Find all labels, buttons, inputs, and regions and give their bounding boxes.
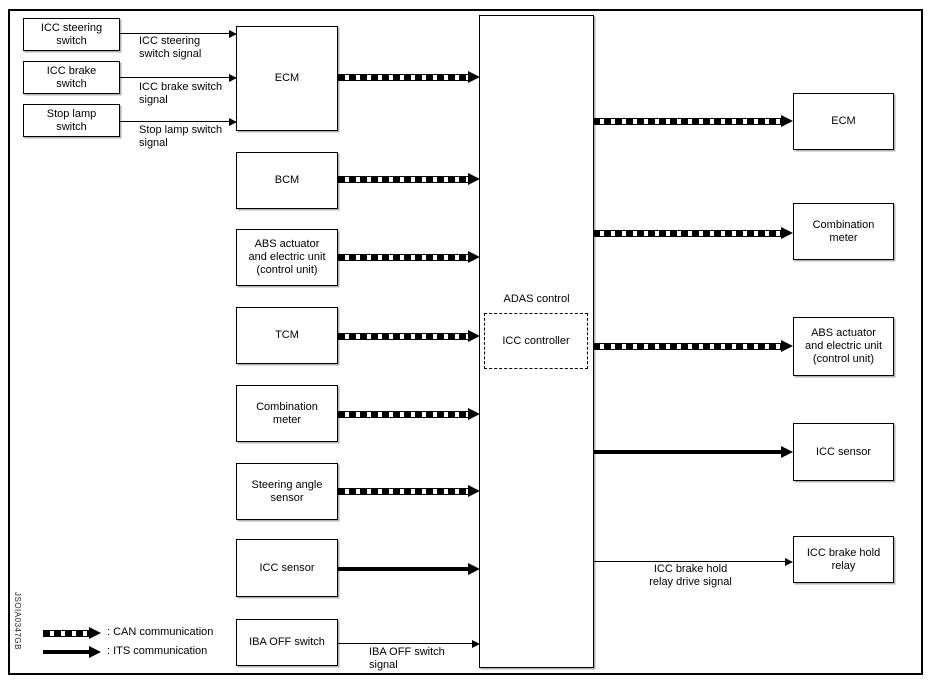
- box-stop-lamp-switch: Stop lamp switch: [23, 104, 120, 137]
- box-icc-sensor-left: ICC sensor: [236, 539, 338, 597]
- legend-can-label: : CAN communication: [107, 626, 214, 638]
- box-label: Combination meter: [812, 218, 875, 244]
- can-arrow-adas-to-ecm: [593, 115, 793, 127]
- legend-can-arrow-icon: [43, 627, 101, 639]
- arrowhead-icon: [468, 173, 480, 185]
- can-arrow-combination-meter-to-adas: [338, 408, 480, 420]
- can-arrow-ecm-to-adas: [338, 71, 480, 83]
- arrowhead-icon: [781, 446, 793, 458]
- figure-code: JSOIA0347GB: [13, 592, 22, 650]
- box-iba-off-switch: IBA OFF switch: [236, 619, 338, 666]
- box-label: IBA OFF switch: [249, 636, 325, 648]
- box-adas-control: [479, 15, 594, 668]
- diagram-frame: [8, 9, 923, 675]
- box-label: BCM: [274, 174, 300, 186]
- box-label: ICC steering switch: [40, 21, 103, 47]
- box-steering-angle-sensor: Steering angle sensor: [236, 463, 338, 520]
- box-bcm: BCM: [236, 152, 338, 209]
- box-label: ECM: [274, 72, 300, 84]
- signal-label-icc-steering: ICC steering switch signal: [139, 35, 202, 60]
- box-label: ICC brake switch: [46, 64, 97, 90]
- box-label: Stop lamp switch: [46, 107, 97, 133]
- box-abs-actuator-right: ABS actuator and electric unit (control …: [793, 317, 894, 376]
- box-icc-controller: ICC controller: [484, 313, 588, 369]
- signal-label-icc-brake: ICC brake switch signal: [139, 81, 223, 106]
- can-arrow-adas-to-abs: [593, 340, 793, 352]
- box-icc-sensor-right: ICC sensor: [793, 423, 894, 481]
- signal-label-iba-off: IBA OFF switch signal: [369, 646, 445, 671]
- legend-its-label: : ITS communication: [107, 645, 208, 657]
- arrowhead-icon: [229, 29, 237, 38]
- wire-arrow-icc-steering-to-ecm: [120, 29, 237, 38]
- box-label: ICC brake hold relay: [806, 546, 881, 572]
- box-label: ICC sensor: [259, 561, 315, 574]
- arrowhead-icon: [229, 73, 237, 82]
- arrowhead-icon: [468, 251, 480, 263]
- signal-label-brake-hold-relay: ICC brake hold relay drive signal: [649, 563, 732, 588]
- box-ecm-left: ECM: [236, 26, 338, 131]
- box-label: ICC controller: [502, 334, 570, 347]
- box-label: ECM: [831, 115, 856, 127]
- arrowhead-icon: [89, 627, 101, 639]
- arrowhead-icon: [468, 408, 480, 420]
- wire-arrow-iba-off-to-adas: [338, 639, 480, 648]
- its-arrow-icc-sensor-to-adas: [338, 563, 480, 575]
- box-label: Combination meter: [256, 400, 318, 426]
- can-arrow-abs-to-adas: [338, 251, 480, 263]
- wire-arrow-stop-lamp-to-ecm: [120, 117, 237, 126]
- box-combination-meter-right: Combination meter: [793, 203, 894, 260]
- arrowhead-icon: [89, 646, 101, 658]
- can-arrow-steering-angle-to-adas: [338, 485, 480, 497]
- arrowhead-icon: [468, 71, 480, 83]
- arrowhead-icon: [468, 485, 480, 497]
- wire-arrow-icc-brake-to-ecm: [120, 73, 237, 82]
- box-abs-actuator-left: ABS actuator and electric unit (control …: [236, 229, 338, 286]
- box-label: ABS actuator and electric unit (control …: [804, 327, 883, 365]
- signal-label-stop-lamp: Stop lamp switch signal: [139, 124, 223, 149]
- box-tcm: TCM: [236, 307, 338, 364]
- box-label: Steering angle sensor: [251, 478, 323, 504]
- box-label: TCM: [275, 329, 299, 341]
- arrowhead-icon: [468, 330, 480, 342]
- adas-control-label: ADAS control: [503, 293, 570, 305]
- box-label: ICC sensor: [815, 445, 872, 458]
- box-label: ABS actuator and electric unit (control …: [248, 238, 326, 276]
- box-icc-brake-switch: ICC brake switch: [23, 61, 120, 94]
- box-combination-meter-left: Combination meter: [236, 385, 338, 442]
- wire-arrow-adas-to-brake-hold-relay: [593, 557, 793, 566]
- legend-its-arrow-icon: [43, 646, 101, 658]
- arrowhead-icon: [468, 563, 480, 575]
- can-arrow-tcm-to-adas: [338, 330, 480, 342]
- box-icc-brake-hold-relay: ICC brake hold relay: [793, 536, 894, 583]
- can-arrow-bcm-to-adas: [338, 173, 480, 185]
- arrowhead-icon: [229, 117, 237, 126]
- arrowhead-icon: [781, 115, 793, 127]
- arrowhead-icon: [785, 557, 793, 566]
- box-icc-steering-switch: ICC steering switch: [23, 18, 120, 51]
- arrowhead-icon: [781, 227, 793, 239]
- its-arrow-adas-to-icc-sensor: [593, 446, 793, 458]
- arrowhead-icon: [472, 639, 480, 648]
- arrowhead-icon: [781, 340, 793, 352]
- box-ecm-right: ECM: [793, 93, 894, 150]
- can-arrow-adas-to-combination-meter: [593, 227, 793, 239]
